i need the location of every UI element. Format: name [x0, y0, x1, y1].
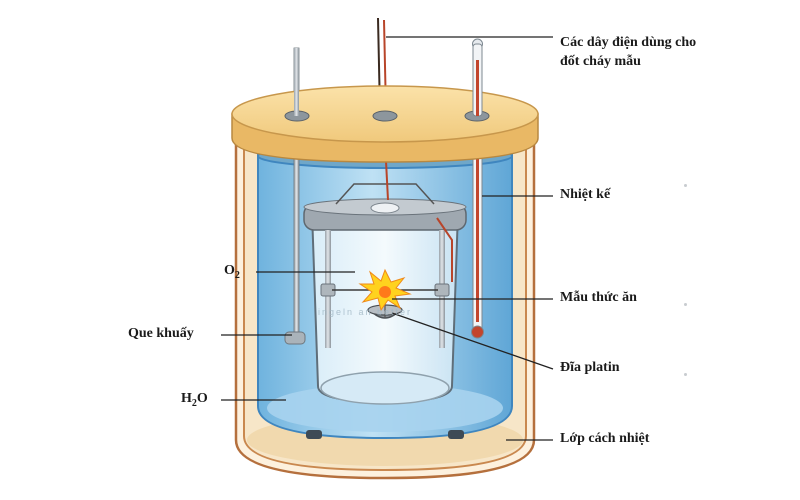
calorimeter-lid [231, 43, 539, 163]
decor-dot [684, 184, 687, 187]
label-oxygen: O2 [224, 262, 240, 285]
label-insulation: Lớp cách nhiệt [560, 431, 650, 446]
platinum-dish-assembly [367, 300, 403, 319]
leader-lines [221, 36, 554, 441]
label-water-o: O [196, 391, 208, 406]
label-oxygen-symbol: O [224, 263, 235, 278]
label-water-subscript: 2 [191, 397, 197, 409]
decor-dot [684, 373, 687, 376]
label-water-h: H [181, 391, 192, 406]
label-thermometer: Nhiệt kế [560, 187, 611, 202]
decor-dot [684, 303, 687, 306]
label-ignition-wires: Các dây điện dùng cho đốt cháy mẫu [560, 35, 697, 69]
label-oxygen-subscript: 2 [234, 269, 240, 281]
watermark: ingeln an better [318, 307, 413, 317]
label-stirrer: Que khuấy [128, 326, 194, 341]
label-platinum-dish: Đĩa platin [560, 360, 620, 375]
flame [358, 268, 412, 312]
label-food-sample: Mẫu thức ăn [560, 290, 637, 305]
label-water: H2O [181, 390, 208, 413]
